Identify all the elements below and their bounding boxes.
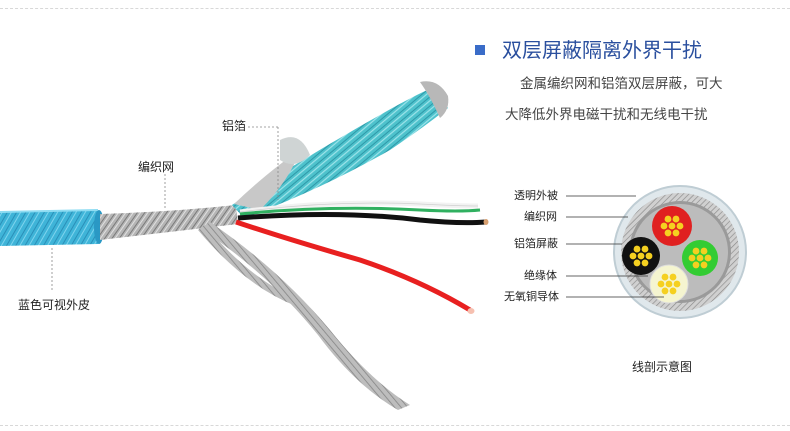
copper-strand [645, 252, 653, 260]
xs-label-foil: 铝箔屏蔽 [514, 237, 558, 250]
description-line-2: 大降低外界电磁干扰和无线电干扰 [505, 107, 708, 123]
copper-strand [696, 254, 704, 262]
copper-strand [704, 254, 712, 262]
copper-strand [700, 261, 708, 269]
bottom-divider [0, 425, 790, 426]
blue-jacket [0, 209, 104, 246]
title-bullet-icon [475, 45, 485, 55]
xs-label-outer: 透明外被 [514, 189, 558, 202]
copper-strand [692, 261, 700, 269]
braid-section [100, 205, 410, 410]
inner-wires [235, 200, 489, 314]
copper-strands [629, 215, 712, 295]
copper-strand [688, 254, 696, 262]
label-jacket: 蓝色可视外皮 [18, 298, 91, 312]
copper-strand [660, 222, 668, 230]
copper-strand [700, 247, 708, 255]
copper-strand [633, 245, 641, 253]
copper-strand [633, 259, 641, 267]
copper-strand [661, 287, 669, 295]
copper-strand [637, 252, 645, 260]
copper-strand [657, 280, 665, 288]
xs-label-copper: 无氧铜导体 [504, 290, 559, 303]
copper-strand [641, 259, 649, 267]
copper-strand [664, 215, 672, 223]
copper-strand [641, 245, 649, 253]
copper-strand [629, 252, 637, 260]
copper-strand [669, 273, 677, 281]
cross-section-diagram [566, 185, 747, 319]
copper-strand [665, 280, 673, 288]
copper-strand [669, 287, 677, 295]
top-divider [0, 8, 790, 9]
copper-strand [673, 280, 681, 288]
xs-label-insulator: 绝缘体 [524, 269, 557, 282]
xs-label-braid: 编织网 [524, 210, 557, 223]
label-foil: 铝箔 [222, 119, 247, 133]
copper-strand [692, 247, 700, 255]
label-braid: 编织网 [138, 160, 175, 174]
copper-strand [676, 222, 684, 230]
description-line-1: 金属编织网和铝箔双层屏蔽，可大 [520, 76, 723, 92]
copper-strand [661, 273, 669, 281]
cable-leader-lines [51, 126, 279, 292]
copper-strand [664, 229, 672, 237]
copper-strand [668, 222, 676, 230]
cross-section-caption: 线剖示意图 [632, 360, 693, 374]
section-title: 双层屏蔽隔离外界干扰 [502, 38, 702, 62]
section-header: 双层屏蔽隔离外界干扰 [475, 36, 785, 66]
copper-strand [672, 215, 680, 223]
cross-section-leader-lines [566, 195, 664, 298]
foil-shield [232, 81, 449, 218]
copper-strand [672, 229, 680, 237]
